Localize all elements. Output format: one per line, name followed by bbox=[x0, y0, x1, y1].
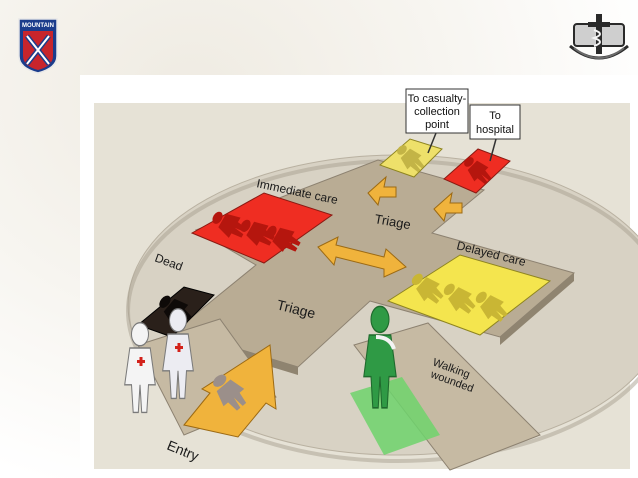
triage-top-label: Triage bbox=[373, 211, 411, 232]
sign-hospital-line-2: hospital bbox=[476, 124, 514, 136]
platform-edge-right bbox=[500, 273, 574, 345]
sign-hospital-line-1: To bbox=[489, 110, 501, 122]
medic-figure-2 bbox=[161, 307, 195, 400]
sign-collection-line-3: point bbox=[425, 119, 449, 131]
sign-collection-line-1: To casualty- bbox=[408, 93, 467, 105]
mountain-division-shield-icon: MOUNTAIN bbox=[18, 18, 58, 74]
hospital-sign: To hospital bbox=[469, 104, 521, 162]
arrow-to-hospital bbox=[433, 191, 463, 223]
arm-sling-icon bbox=[375, 335, 396, 350]
shield-tab-text: MOUNTAIN bbox=[22, 23, 54, 29]
sign-collection-line-2: collection bbox=[414, 106, 460, 118]
casualty-collection-sign: To casualty- collection point bbox=[405, 88, 469, 154]
triage-diagram: To casualty- collection point To hospita… bbox=[80, 75, 638, 478]
combat-medical-badge-icon bbox=[569, 14, 629, 60]
arrow-to-collection-point bbox=[367, 175, 397, 207]
double-arrow-immediate-delayed bbox=[317, 236, 407, 278]
medic-figure-1 bbox=[123, 321, 157, 414]
